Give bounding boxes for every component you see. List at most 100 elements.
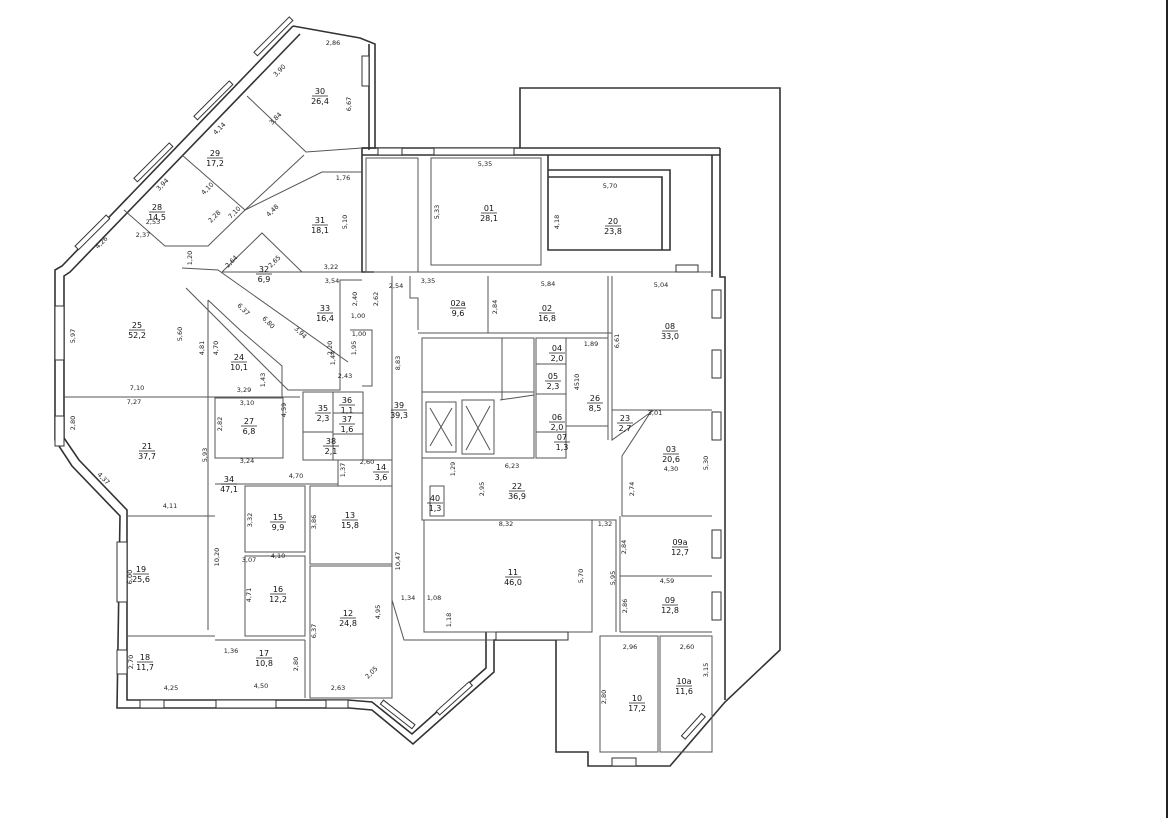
dimension-label: 2,84 [620,540,628,554]
dimension-label: 2,80 [292,657,300,671]
room-07: 071,3 [554,433,570,452]
room-area: 17,2 [628,704,646,713]
dimension-label: 2,60 [680,643,694,651]
dimension-label: 5,60 [176,327,184,341]
dimension-label: 1,00 [352,330,366,338]
room-number: 25 [132,321,142,330]
dimension-label: 3,15 [702,663,710,677]
room-area: 20,6 [662,455,680,464]
dimension-label: 5,04 [654,281,668,289]
room-number: 31 [315,216,325,225]
room-area: 23,8 [604,227,622,236]
dimension-label: 2,20 [326,341,334,355]
dimension-label: 1,32 [598,520,612,528]
dimension-label: 2,53 [146,218,160,226]
dimension-label: 5,70 [603,182,617,190]
room-number: 16 [273,585,283,594]
dimension-label: 4,95 [374,605,382,619]
room-area: 11,7 [136,663,154,672]
dimension-label: 1,76 [336,174,350,182]
dimension-label: 4,50 [254,682,268,690]
room-number: 23 [620,414,630,423]
room-number: 01 [484,204,494,213]
room-area: 24,8 [339,619,357,628]
room-area: 9,6 [452,309,465,318]
room-number: 37 [342,415,352,424]
dimension-label: 4,11 [163,502,177,510]
dimension-label: 3,86 [310,515,318,529]
room-area: 46,0 [504,578,522,587]
dimension-label: 3,35 [421,277,435,285]
room-area: 1,3 [429,504,442,513]
dimension-label: 3,94 [155,177,171,193]
room-number: 10a [676,677,691,686]
dimension-label: 3,84 [268,111,284,127]
room-37: 371,6 [339,415,355,434]
room-area: 2,0 [551,423,564,432]
room-number: 02a [450,299,465,308]
room-area: 39,3 [390,411,408,420]
dimension-label: 5,33 [433,205,441,219]
room-number: 40 [430,494,440,503]
walls [54,25,781,767]
dimension-label: 1,43 [259,373,267,387]
dimension-label: 6,00 [126,570,134,584]
room-area: 1,6 [341,425,354,434]
dimension-label: 1,95 [350,341,358,355]
dimension-label: 2,54 [389,282,403,290]
dimension-label: 1,08 [427,594,441,602]
dimension-label: 4,37 [95,471,111,487]
room-area: 2,3 [547,382,560,391]
room-36: 361,1 [339,396,355,415]
dimension-label: 4,10 [200,181,216,197]
dimension-label: 2,60 [360,458,374,466]
dimension-label: 7,10 [227,205,243,221]
room-area: 3,6 [375,473,388,482]
dimension-label: 3,07 [242,556,256,564]
dimension-label: 10,20 [213,548,221,567]
room-number: 26 [590,394,600,403]
dimension-label: 2,82 [216,417,224,431]
room-38: 382,1 [323,437,339,456]
room-area: 1,1 [341,406,354,415]
room-area: 12,2 [269,595,287,604]
dimension-label: 8,32 [499,520,513,528]
room-number: 17 [259,649,269,658]
dimension-label: 3,24 [240,457,254,465]
room-27: 276,8 [241,417,257,436]
dimension-label: 6,37 [235,302,251,318]
dimension-label: 3,29 [237,386,251,394]
room-number: 07 [557,433,567,442]
room-number: 03 [666,445,676,454]
room-area: 28,1 [480,214,498,223]
dimension-label: 1,18 [445,613,453,627]
room-23: 232,7 [617,414,633,433]
dimension-label: 4,81 [198,341,206,355]
dimension-label: 4,18 [553,215,561,229]
room-area: 26,4 [311,97,329,106]
dimension-label: 4,70 [212,341,220,355]
dimension-label: 2,86 [326,39,340,47]
room-area: 16,4 [316,314,334,323]
room-area: 12,7 [671,548,689,557]
dimension-label: 8,83 [394,356,402,370]
room-area: 25,6 [132,575,150,584]
room-32: 326,9 [256,265,272,284]
